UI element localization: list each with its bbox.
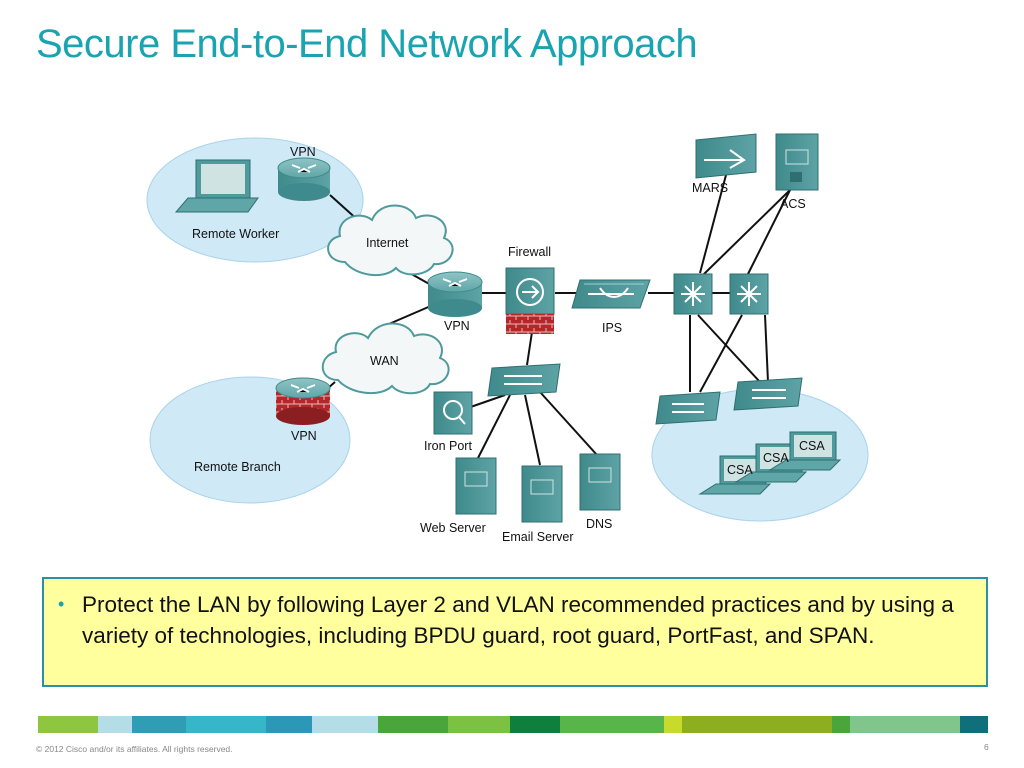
footer-bar-segment bbox=[266, 716, 312, 733]
footer-bar-segment bbox=[448, 716, 510, 733]
label-internet: Internet bbox=[366, 236, 409, 250]
vpn-router-top bbox=[277, 157, 331, 201]
slide-title: Secure End-to-End Network Approach bbox=[36, 22, 698, 66]
acs-server bbox=[775, 133, 819, 191]
vpn-router-center bbox=[427, 271, 483, 317]
label-web-server: Web Server bbox=[420, 521, 486, 535]
label-remote-worker: Remote Worker bbox=[192, 227, 279, 241]
footer-bar-segment bbox=[98, 716, 132, 733]
bullet-note-box: • Protect the LAN by following Layer 2 a… bbox=[42, 577, 988, 687]
label-email-server: Email Server bbox=[502, 530, 574, 544]
label-iron-port: Iron Port bbox=[424, 439, 472, 453]
footer-bar-segment bbox=[510, 716, 560, 733]
label-csa-2: CSA bbox=[763, 451, 789, 465]
footer-bar-segment bbox=[850, 716, 960, 733]
label-ips: IPS bbox=[602, 321, 622, 335]
footer-bar-segment bbox=[38, 716, 98, 733]
iron-port-device bbox=[433, 391, 473, 435]
vpn-router-branch bbox=[275, 377, 331, 425]
label-vpn-center: VPN bbox=[444, 319, 470, 333]
core-switch-1 bbox=[673, 273, 713, 315]
email-server bbox=[521, 465, 563, 523]
label-acs: ACS bbox=[780, 197, 806, 211]
ips-device bbox=[571, 279, 651, 309]
wan-cloud bbox=[321, 322, 450, 395]
footer-bar-segment bbox=[762, 716, 832, 733]
footer-bar-segment bbox=[132, 716, 186, 733]
page-number: 6 bbox=[984, 742, 989, 752]
footer-bar-segment bbox=[832, 716, 850, 733]
remote-worker-laptop bbox=[174, 159, 259, 213]
footer-color-bar bbox=[38, 716, 988, 733]
label-firewall: Firewall bbox=[508, 245, 551, 259]
core-switch-2 bbox=[729, 273, 769, 315]
label-remote-branch: Remote Branch bbox=[194, 460, 281, 474]
footer-bar-segment bbox=[960, 716, 988, 733]
dns-server bbox=[579, 453, 621, 511]
mars-device bbox=[695, 133, 757, 179]
footer-bar-segment bbox=[186, 716, 266, 733]
label-csa-1: CSA bbox=[727, 463, 753, 477]
dmz-switch bbox=[487, 363, 561, 397]
internet-cloud bbox=[327, 204, 454, 277]
footer-bar-segment bbox=[682, 716, 762, 733]
access-switch-1 bbox=[655, 391, 721, 425]
footer-bar-segment bbox=[312, 716, 378, 733]
csa-laptop-3 bbox=[768, 431, 842, 471]
bullet-marker: • bbox=[58, 594, 65, 614]
firewall-device bbox=[505, 267, 555, 334]
label-mars: MARS bbox=[692, 181, 728, 195]
label-dns: DNS bbox=[586, 517, 612, 531]
access-switch-2 bbox=[733, 377, 803, 411]
web-server bbox=[455, 457, 497, 515]
bullet-text: Protect the LAN by following Layer 2 and… bbox=[82, 592, 954, 648]
label-vpn-top: VPN bbox=[290, 145, 316, 159]
footer-bar-segment bbox=[560, 716, 664, 733]
copyright-text: © 2012 Cisco and/or its affiliates. All … bbox=[36, 744, 233, 754]
network-diagram: VPN Remote Worker Internet Firewall VPN … bbox=[146, 133, 869, 544]
footer-bar-segment bbox=[378, 716, 448, 733]
label-vpn-branch: VPN bbox=[291, 429, 317, 443]
footer-bar-segment bbox=[664, 716, 682, 733]
label-csa-3: CSA bbox=[799, 439, 825, 453]
label-wan: WAN bbox=[370, 354, 399, 368]
